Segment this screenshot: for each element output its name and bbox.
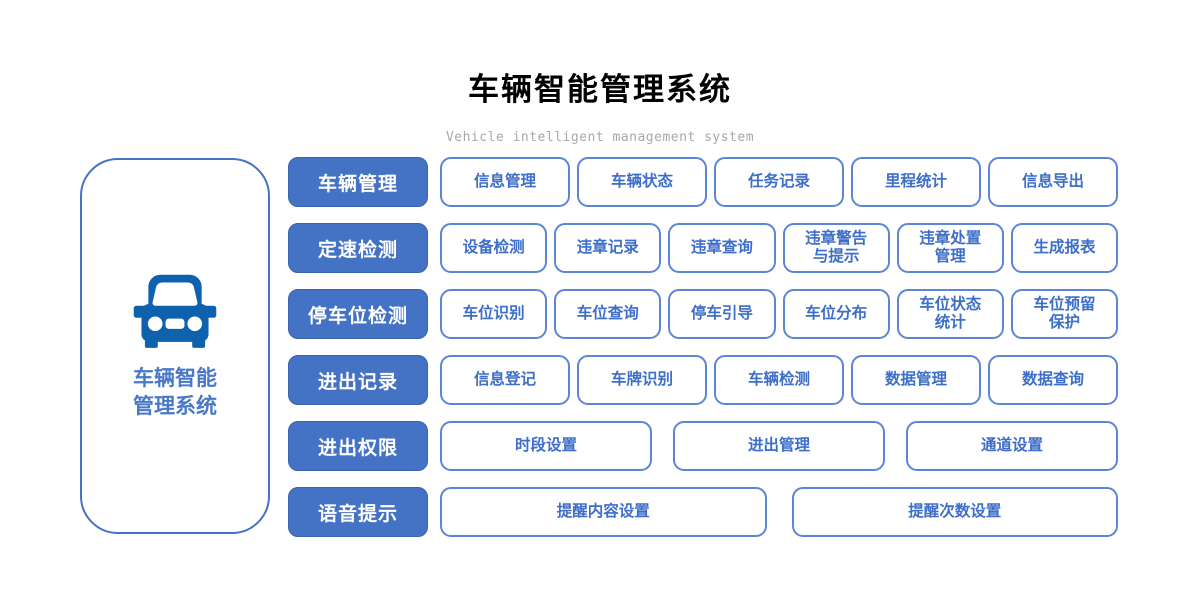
item-button[interactable]: 信息管理 bbox=[440, 157, 570, 207]
item-button[interactable]: 车牌识别 bbox=[577, 355, 707, 405]
item-button[interactable]: 数据查询 bbox=[988, 355, 1118, 405]
root-node: 车辆智能 管理系统 bbox=[80, 158, 270, 534]
page-title: 车辆智能管理系统 bbox=[468, 72, 732, 107]
item-button[interactable]: 车位识别 bbox=[440, 289, 548, 339]
item-button[interactable]: 车辆状态 bbox=[577, 157, 707, 207]
category-button[interactable]: 进出记录 bbox=[288, 355, 428, 405]
item-group: 设备检测违章记录违章查询违章警告 与提示违章处置 管理生成报表 bbox=[440, 223, 1119, 273]
category-button[interactable]: 停车位检测 bbox=[288, 289, 428, 339]
category-button[interactable]: 定速检测 bbox=[288, 223, 428, 273]
item-button[interactable]: 设备检测 bbox=[440, 223, 548, 273]
header: 车辆智能管理系统 Vehicle intelligent management … bbox=[0, 64, 1200, 145]
item-button[interactable]: 任务记录 bbox=[714, 157, 844, 207]
item-button[interactable]: 违章查询 bbox=[668, 223, 776, 273]
item-button[interactable]: 通道设置 bbox=[906, 421, 1118, 471]
category-button[interactable]: 车辆管理 bbox=[288, 157, 428, 207]
car-icon bbox=[132, 271, 218, 349]
feature-row: 语音提示提醒内容设置提醒次数设置 bbox=[288, 487, 1118, 537]
item-button[interactable]: 提醒次数设置 bbox=[791, 487, 1118, 537]
item-button[interactable]: 车位状态 统计 bbox=[896, 289, 1004, 339]
item-button[interactable]: 信息导出 bbox=[988, 157, 1118, 207]
feature-rows: 车辆管理信息管理车辆状态任务记录里程统计信息导出定速检测设备检测违章记录违章查询… bbox=[288, 157, 1119, 537]
item-button[interactable]: 生成报表 bbox=[1010, 223, 1119, 273]
item-button[interactable]: 数据管理 bbox=[851, 355, 981, 405]
feature-row: 停车位检测车位识别车位查询停车引导车位分布车位状态 统计车位预留 保护 bbox=[288, 289, 1119, 339]
root-node-label: 车辆智能 管理系统 bbox=[133, 366, 217, 418]
item-button[interactable]: 提醒内容设置 bbox=[440, 487, 767, 537]
item-button[interactable]: 车位查询 bbox=[554, 289, 662, 339]
item-button[interactable]: 违章记录 bbox=[554, 223, 662, 273]
item-button[interactable]: 违章处置 管理 bbox=[896, 223, 1004, 273]
item-group: 车位识别车位查询停车引导车位分布车位状态 统计车位预留 保护 bbox=[440, 289, 1119, 339]
item-button[interactable]: 车位预留 保护 bbox=[1010, 289, 1119, 339]
item-button[interactable]: 里程统计 bbox=[851, 157, 981, 207]
category-button[interactable]: 进出权限 bbox=[288, 421, 428, 471]
item-button[interactable]: 时段设置 bbox=[440, 421, 652, 471]
item-button[interactable]: 进出管理 bbox=[673, 421, 885, 471]
feature-row: 进出权限时段设置进出管理通道设置 bbox=[288, 421, 1118, 471]
item-button[interactable]: 停车引导 bbox=[668, 289, 776, 339]
feature-row: 车辆管理信息管理车辆状态任务记录里程统计信息导出 bbox=[288, 157, 1118, 207]
item-button[interactable]: 车辆检测 bbox=[714, 355, 844, 405]
feature-row: 定速检测设备检测违章记录违章查询违章警告 与提示违章处置 管理生成报表 bbox=[288, 223, 1119, 273]
item-button[interactable]: 信息登记 bbox=[440, 355, 570, 405]
item-group: 提醒内容设置提醒次数设置 bbox=[440, 487, 1118, 537]
item-group: 信息登记车牌识别车辆检测数据管理数据查询 bbox=[440, 355, 1118, 405]
page-subtitle: Vehicle intelligent management system bbox=[445, 130, 755, 145]
category-button[interactable]: 语音提示 bbox=[288, 487, 428, 537]
item-button[interactable]: 违章警告 与提示 bbox=[782, 223, 890, 273]
feature-row: 进出记录信息登记车牌识别车辆检测数据管理数据查询 bbox=[288, 355, 1118, 405]
item-group: 信息管理车辆状态任务记录里程统计信息导出 bbox=[440, 157, 1118, 207]
item-group: 时段设置进出管理通道设置 bbox=[440, 421, 1118, 471]
item-button[interactable]: 车位分布 bbox=[782, 289, 890, 339]
